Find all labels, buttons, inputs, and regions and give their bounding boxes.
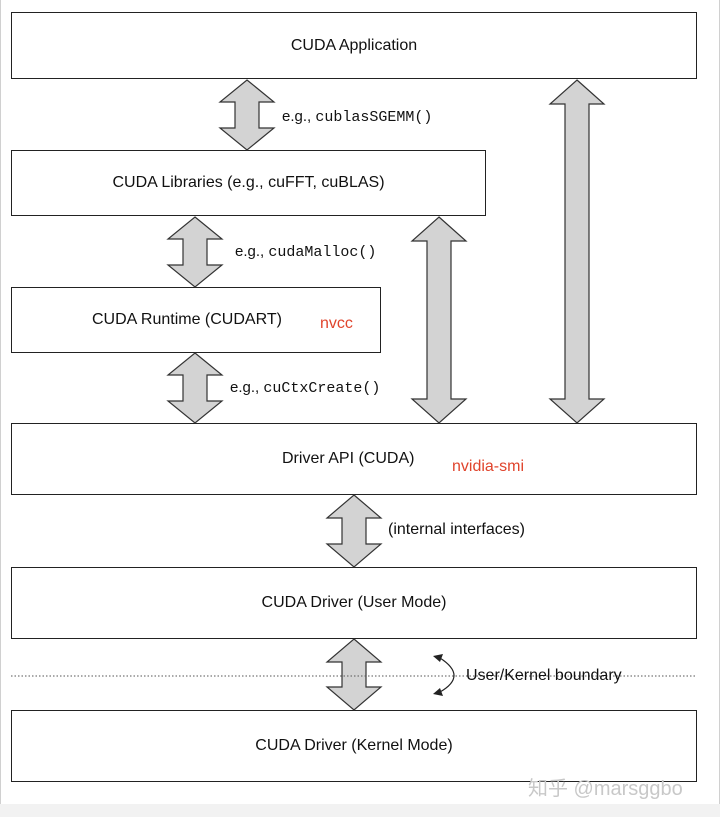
double-arrow-user-kernel	[325, 638, 383, 711]
double-arrow-libraries-driver-api	[410, 216, 468, 424]
bottom-strip	[0, 804, 720, 817]
cuda-driver-kernel-box: CUDA Driver (Kernel Mode)	[11, 710, 697, 782]
double-arrow-libraries-runtime	[166, 216, 224, 288]
cuda-runtime-label: CUDA Runtime (CUDART)	[92, 311, 282, 328]
eg-cuctxcreate-prefix: e.g.,	[230, 379, 260, 396]
cuda-driver-kernel-label: CUDA Driver (Kernel Mode)	[255, 737, 453, 754]
cuda-libraries-label: CUDA Libraries (e.g., cuFFT, cuBLAS)	[112, 174, 385, 191]
double-arrow-app-driver-api	[548, 79, 606, 424]
eg-cuctxcreate-label: e.g., cuCtxCreate()	[230, 379, 380, 397]
double-arrow-driver-api-user	[325, 494, 383, 568]
eg-cudamalloc-prefix: e.g.,	[235, 243, 265, 260]
eg-cuctxcreate-code: cuCtxCreate()	[263, 380, 381, 397]
eg-cublas-label: e.g., cublasSGEMM()	[282, 108, 432, 126]
eg-cudamalloc-label: e.g., cudaMalloc()	[235, 243, 376, 261]
cuda-runtime-box: CUDA Runtime (CUDART)	[11, 287, 381, 353]
eg-cublas-code: cublasSGEMM()	[315, 109, 433, 126]
nvcc-annotation: nvcc	[320, 315, 353, 332]
cuda-application-label: CUDA Application	[290, 36, 418, 54]
nvidia-smi-annotation: nvidia-smi	[452, 458, 525, 475]
double-arrow-runtime-driver-api	[166, 352, 224, 424]
user-kernel-boundary-label: User/Kernel boundary	[466, 667, 622, 684]
cuda-libraries-box: CUDA Libraries (e.g., cuFFT, cuBLAS)	[11, 150, 486, 216]
boundary-curve-arrowhead-bottom	[433, 688, 443, 696]
watermark: 知乎 @marsggbo	[528, 778, 683, 800]
cuda-driver-user-label: CUDA Driver (User Mode)	[261, 594, 447, 611]
boundary-curve-arrowhead-top	[433, 654, 443, 662]
internal-interfaces-label: (internal interfaces)	[388, 521, 525, 538]
double-arrow-app-libraries	[218, 79, 276, 151]
eg-cudamalloc-code: cudaMalloc()	[268, 244, 377, 261]
eg-cublas-prefix: e.g.,	[282, 108, 312, 125]
boundary-curve-arrow	[439, 657, 455, 693]
cuda-application-box: CUDA Application	[11, 12, 697, 79]
driver-api-label: Driver API (CUDA)	[282, 450, 415, 467]
